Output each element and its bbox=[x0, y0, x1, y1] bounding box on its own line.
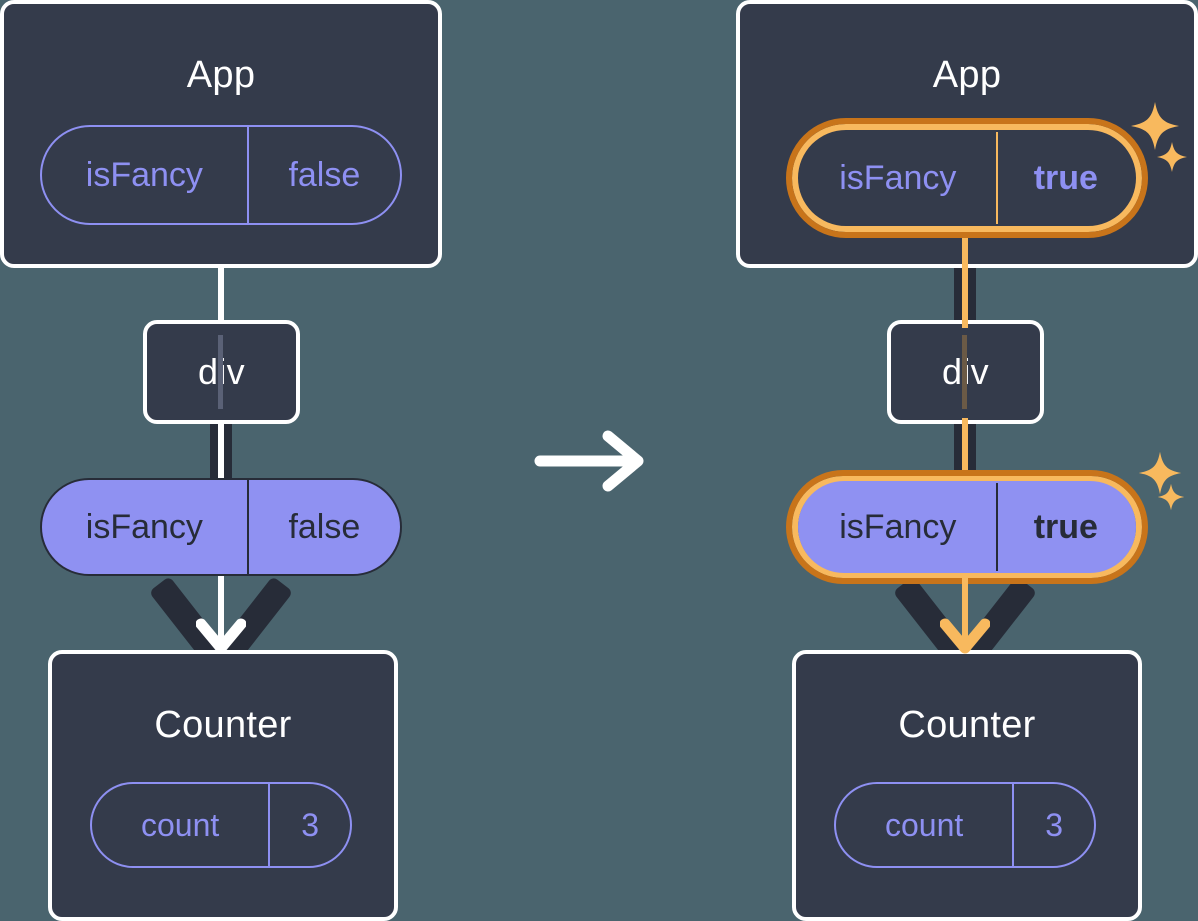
sparkle-icon-large-app-right bbox=[1131, 102, 1179, 150]
app-prop-name-right: isFancy bbox=[839, 158, 957, 197]
counter-state-value-left: 3 bbox=[268, 784, 350, 866]
counter-state-name-right: count bbox=[884, 806, 964, 843]
passed-prop-pill-left: isFancy false bbox=[40, 478, 402, 576]
app-prop-pill-right: isFancy true bbox=[798, 130, 1136, 226]
app-prop-pill-left: isFancy false bbox=[40, 125, 402, 225]
connector-div-to-prop-inner-right bbox=[962, 418, 968, 488]
arrow-head-right bbox=[940, 618, 990, 654]
app-box-right: App bbox=[736, 0, 1198, 268]
div-inner-tick-right bbox=[962, 335, 967, 409]
passed-prop-pill-right: isFancy true bbox=[798, 481, 1136, 573]
arrow-shaft-right bbox=[962, 576, 968, 646]
connector-div-to-prop-inner-left bbox=[218, 418, 224, 488]
counter-state-pill-left: count 3 bbox=[90, 782, 352, 868]
app-title-left: App bbox=[186, 54, 256, 96]
app-title-right: App bbox=[932, 54, 1002, 96]
connector-app-to-div-inner-right bbox=[962, 228, 968, 328]
arrow-head-left bbox=[196, 618, 246, 654]
connector-app-to-div-left bbox=[218, 262, 224, 326]
passed-prop-value-right: true bbox=[995, 483, 1134, 571]
counter-title-left: Counter bbox=[154, 704, 292, 746]
div-inner-tick-left bbox=[218, 335, 223, 409]
sparkle-icon-large-prop-right bbox=[1138, 451, 1182, 495]
arrow-shaft-left bbox=[218, 576, 224, 646]
passed-prop-name-right: isFancy bbox=[839, 507, 957, 546]
sparkle-icon-small-prop-right bbox=[1157, 483, 1185, 511]
counter-title-right: Counter bbox=[898, 704, 1036, 746]
transition-arrow-icon bbox=[534, 430, 644, 492]
app-prop-value-right: true bbox=[995, 132, 1134, 224]
app-prop-name-left: isFancy bbox=[85, 155, 203, 194]
passed-prop-value-left: false bbox=[246, 480, 400, 574]
counter-state-pill-right: count 3 bbox=[834, 782, 1096, 868]
app-prop-value-left: false bbox=[246, 127, 400, 223]
passed-prop-name-left: isFancy bbox=[85, 507, 203, 546]
counter-state-name-left: count bbox=[140, 806, 220, 843]
counter-state-value-right: 3 bbox=[1012, 784, 1094, 866]
sparkle-icon-small-app-right bbox=[1157, 142, 1187, 172]
